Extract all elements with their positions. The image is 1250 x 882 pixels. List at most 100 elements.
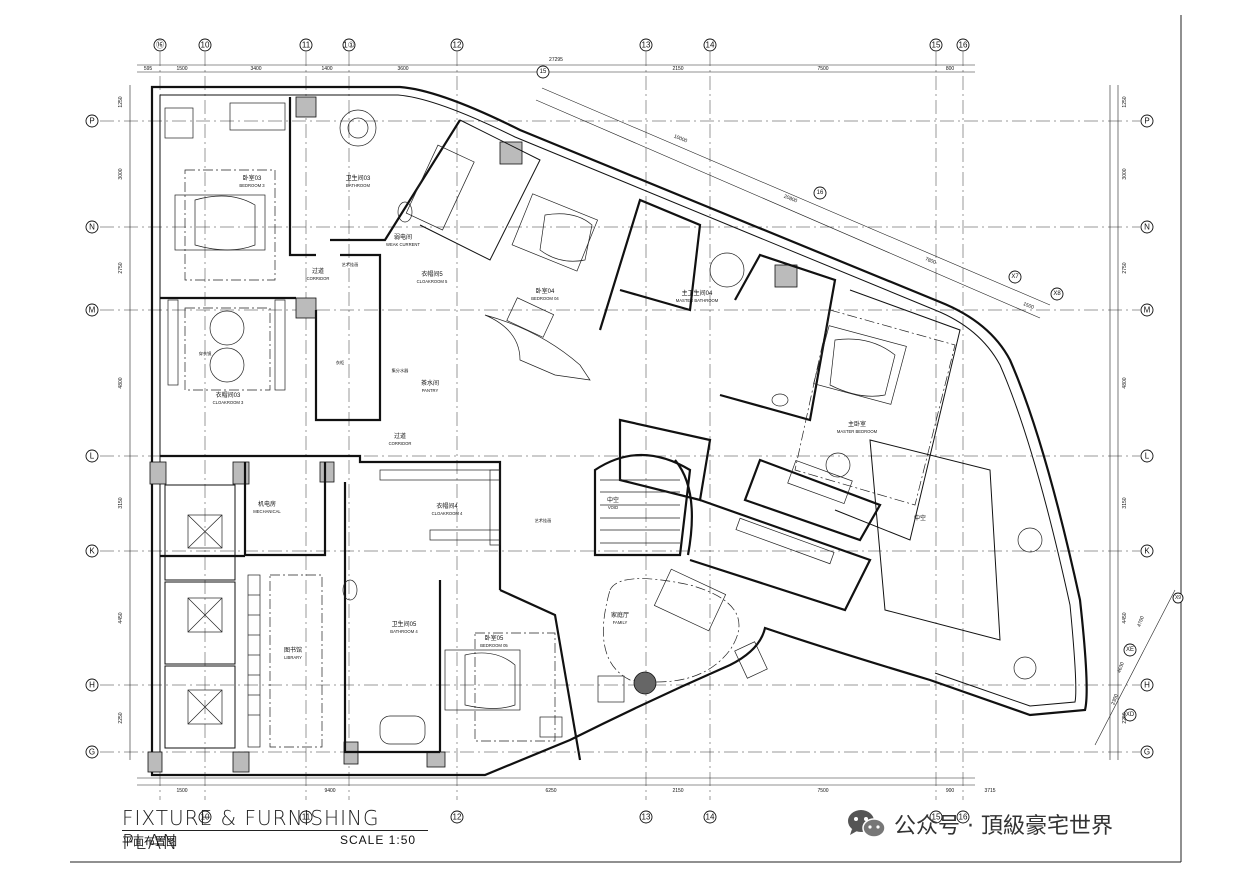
svg-text:艺术挂画: 艺术挂画 — [535, 517, 552, 524]
svg-text:G: G — [89, 748, 95, 757]
svg-text:12: 12 — [453, 813, 462, 822]
svg-text:VOID: VOID — [608, 505, 618, 510]
plan-subtitle: 平面布置图 — [122, 836, 177, 848]
svg-text:15: 15 — [540, 69, 547, 75]
svg-text:15: 15 — [932, 41, 941, 50]
svg-text:1250: 1250 — [118, 96, 124, 107]
structural-columns — [147, 96, 798, 773]
svg-text:2750: 2750 — [1122, 262, 1128, 273]
void-outline — [869, 439, 1001, 641]
right-axis-markers: P N M L K H G — [1140, 114, 1154, 759]
svg-text:7500: 7500 — [817, 788, 828, 794]
svg-text:11: 11 — [302, 41, 311, 50]
svg-text:穿衣镜: 穿衣镜 — [199, 350, 212, 357]
svg-text:P: P — [1144, 117, 1149, 126]
svg-text:FAMILY: FAMILY — [613, 620, 628, 625]
svg-text:K: K — [1144, 547, 1150, 556]
svg-text:7500: 7500 — [817, 66, 828, 72]
svg-text:P: P — [89, 117, 94, 126]
svg-text:XE: XE — [1126, 647, 1134, 653]
svg-text:X8: X8 — [1053, 291, 1061, 297]
exterior-walls — [150, 85, 1088, 777]
svg-text:CORRIDOR: CORRIDOR — [389, 441, 412, 446]
svg-text:15: 15 — [932, 813, 941, 822]
svg-text:K: K — [89, 547, 95, 556]
svg-text:L: L — [1145, 452, 1150, 461]
svg-text:10: 10 — [201, 813, 210, 822]
svg-text:茶水间: 茶水间 — [421, 379, 439, 387]
svg-text:12: 12 — [453, 41, 462, 50]
svg-text:13: 13 — [642, 41, 651, 50]
top-axis-markers: ⑯ 10 11 1① 12 13 14 15 16 — [153, 38, 970, 52]
svg-text:2300: 2300 — [1110, 693, 1120, 706]
svg-text:2250: 2250 — [118, 712, 124, 723]
svg-text:衣柜: 衣柜 — [336, 359, 344, 366]
dashed-outlines — [184, 169, 956, 748]
title-underline — [122, 830, 428, 831]
wechat-icon — [848, 810, 886, 838]
svg-text:20800: 20800 — [783, 194, 798, 205]
svg-text:图书馆: 图书馆 — [284, 646, 302, 654]
svg-text:3000: 3000 — [118, 168, 124, 179]
svg-text:H: H — [89, 681, 95, 690]
svg-text:13: 13 — [642, 813, 651, 822]
svg-text:过道: 过道 — [394, 432, 406, 440]
svg-text:1250: 1250 — [1122, 96, 1128, 107]
svg-text:10: 10 — [201, 41, 210, 50]
svg-text:弱电间: 弱电间 — [394, 233, 412, 241]
svg-text:3715: 3715 — [984, 788, 995, 794]
plan-scale: SCALE 1:50 — [340, 833, 417, 847]
svg-text:16: 16 — [959, 813, 968, 822]
svg-text:CORRIDOR: CORRIDOR — [307, 276, 330, 281]
svg-text:G: G — [1144, 748, 1150, 757]
svg-text:CLOAKROOM 4: CLOAKROOM 4 — [432, 511, 463, 516]
svg-text:BEDROOM 04: BEDROOM 04 — [531, 296, 559, 301]
svg-text:过道: 过道 — [312, 267, 324, 275]
annotations: 艺术挂画 艺术挂画 集分水器 衣柜 穿衣镜 — [199, 261, 552, 524]
svg-text:9400: 9400 — [324, 788, 335, 794]
watermark: 公众号 · 頂級豪宅世界 — [846, 808, 1113, 840]
svg-text:中空: 中空 — [607, 496, 619, 504]
svg-text:2250: 2250 — [1122, 712, 1128, 723]
svg-text:1①: 1① — [343, 41, 355, 50]
svg-text:艺术挂画: 艺术挂画 — [342, 261, 359, 268]
svg-text:16: 16 — [959, 41, 968, 50]
round-fixtures — [209, 109, 1043, 695]
svg-text:N: N — [1144, 223, 1150, 232]
svg-text:PANTRY: PANTRY — [422, 388, 439, 393]
svg-text:4450: 4450 — [118, 612, 124, 623]
svg-text:衣帽间03: 衣帽间03 — [216, 391, 241, 399]
svg-text:卧室03: 卧室03 — [243, 174, 262, 182]
svg-text:2150: 2150 — [672, 788, 683, 794]
svg-text:家庭厅: 家庭厅 — [611, 611, 629, 619]
svg-text:2150: 2150 — [672, 66, 683, 72]
svg-text:2750: 2750 — [118, 262, 124, 273]
svg-text:3400: 3400 — [250, 66, 261, 72]
svg-text:M: M — [89, 306, 96, 315]
svg-text:14: 14 — [706, 41, 715, 50]
svg-text:800: 800 — [946, 66, 955, 72]
svg-text:中空: 中空 — [914, 514, 926, 522]
svg-text:卫生间03: 卫生间03 — [346, 174, 371, 182]
svg-text:10000: 10000 — [673, 134, 688, 145]
svg-text:16: 16 — [817, 190, 824, 196]
svg-text:14: 14 — [706, 813, 715, 822]
wardrobe-racks — [167, 144, 835, 565]
svg-text:900: 900 — [946, 788, 955, 794]
left-axis-markers: P N M L K H G — [85, 114, 99, 759]
svg-text:MASTER BEDROOM: MASTER BEDROOM — [837, 429, 878, 434]
seating — [484, 297, 853, 738]
dimension-labels: 27295 595 1500 3400 1400 3600 2150 7500 … — [118, 57, 1146, 794]
svg-text:主卧室: 主卧室 — [848, 420, 866, 428]
svg-text:CLOAKROOM 5: CLOAKROOM 5 — [417, 279, 448, 284]
svg-text:卧室05: 卧室05 — [485, 634, 504, 642]
beds — [174, 193, 907, 711]
svg-text:X9: X9 — [1175, 595, 1181, 601]
svg-text:BATHROOM 4: BATHROOM 4 — [390, 629, 418, 634]
svg-text:卧室04: 卧室04 — [536, 287, 555, 295]
svg-text:27295: 27295 — [549, 57, 563, 63]
svg-text:4800: 4800 — [118, 377, 124, 388]
svg-text:MASTER BATHROOM: MASTER BATHROOM — [676, 298, 719, 303]
svg-text:4700: 4700 — [1136, 615, 1146, 628]
